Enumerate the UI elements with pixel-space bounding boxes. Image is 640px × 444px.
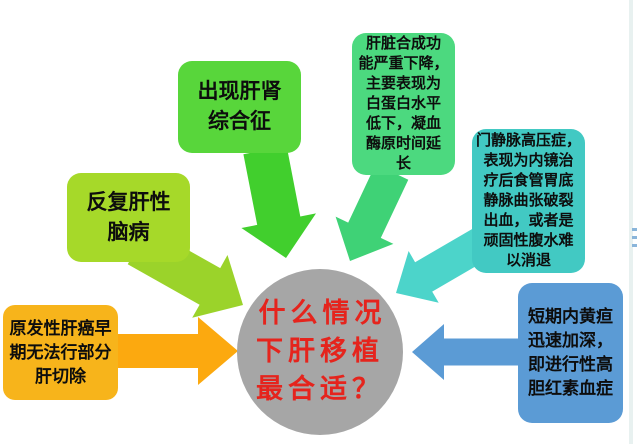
window-edge-handle <box>632 236 637 239</box>
window-edge-strip <box>629 0 633 444</box>
arrow-synthetic-failure <box>335 164 409 261</box>
node-hepatorenal-syndrome: 出现肝肾 综合征 <box>178 61 301 153</box>
center-question-circle: 什么情况 下肝移植 最合适？ <box>237 269 403 435</box>
window-edge-handle <box>632 244 637 247</box>
window-edge-handle <box>632 228 637 231</box>
arrow-hcc-early <box>112 317 238 385</box>
arrow-progressive-jaundice <box>412 324 522 380</box>
node-progressive-jaundice: 短期内黄疸 迅速加深， 即进行性高 胆红素血症 <box>518 283 623 423</box>
node-liver-synthetic-failure: 肝脏合成功 能严重下降， 主要表现为 白蛋白水平 低下，凝血 酶原时间延 长 <box>352 33 455 175</box>
arrow-hepatorenal-syndrome <box>241 145 316 258</box>
node-portal-hypertension: 门静脉高压症， 表现为内镜治 疗后食管胃底 静脉曲张破裂 出血，或者是 顽固性腹… <box>472 129 585 273</box>
node-hepatic-encephalopathy: 反复肝性 脑病 <box>67 173 190 262</box>
node-hcc-early: 原发性肝癌早 期无法行部分 肝切除 <box>3 305 118 400</box>
